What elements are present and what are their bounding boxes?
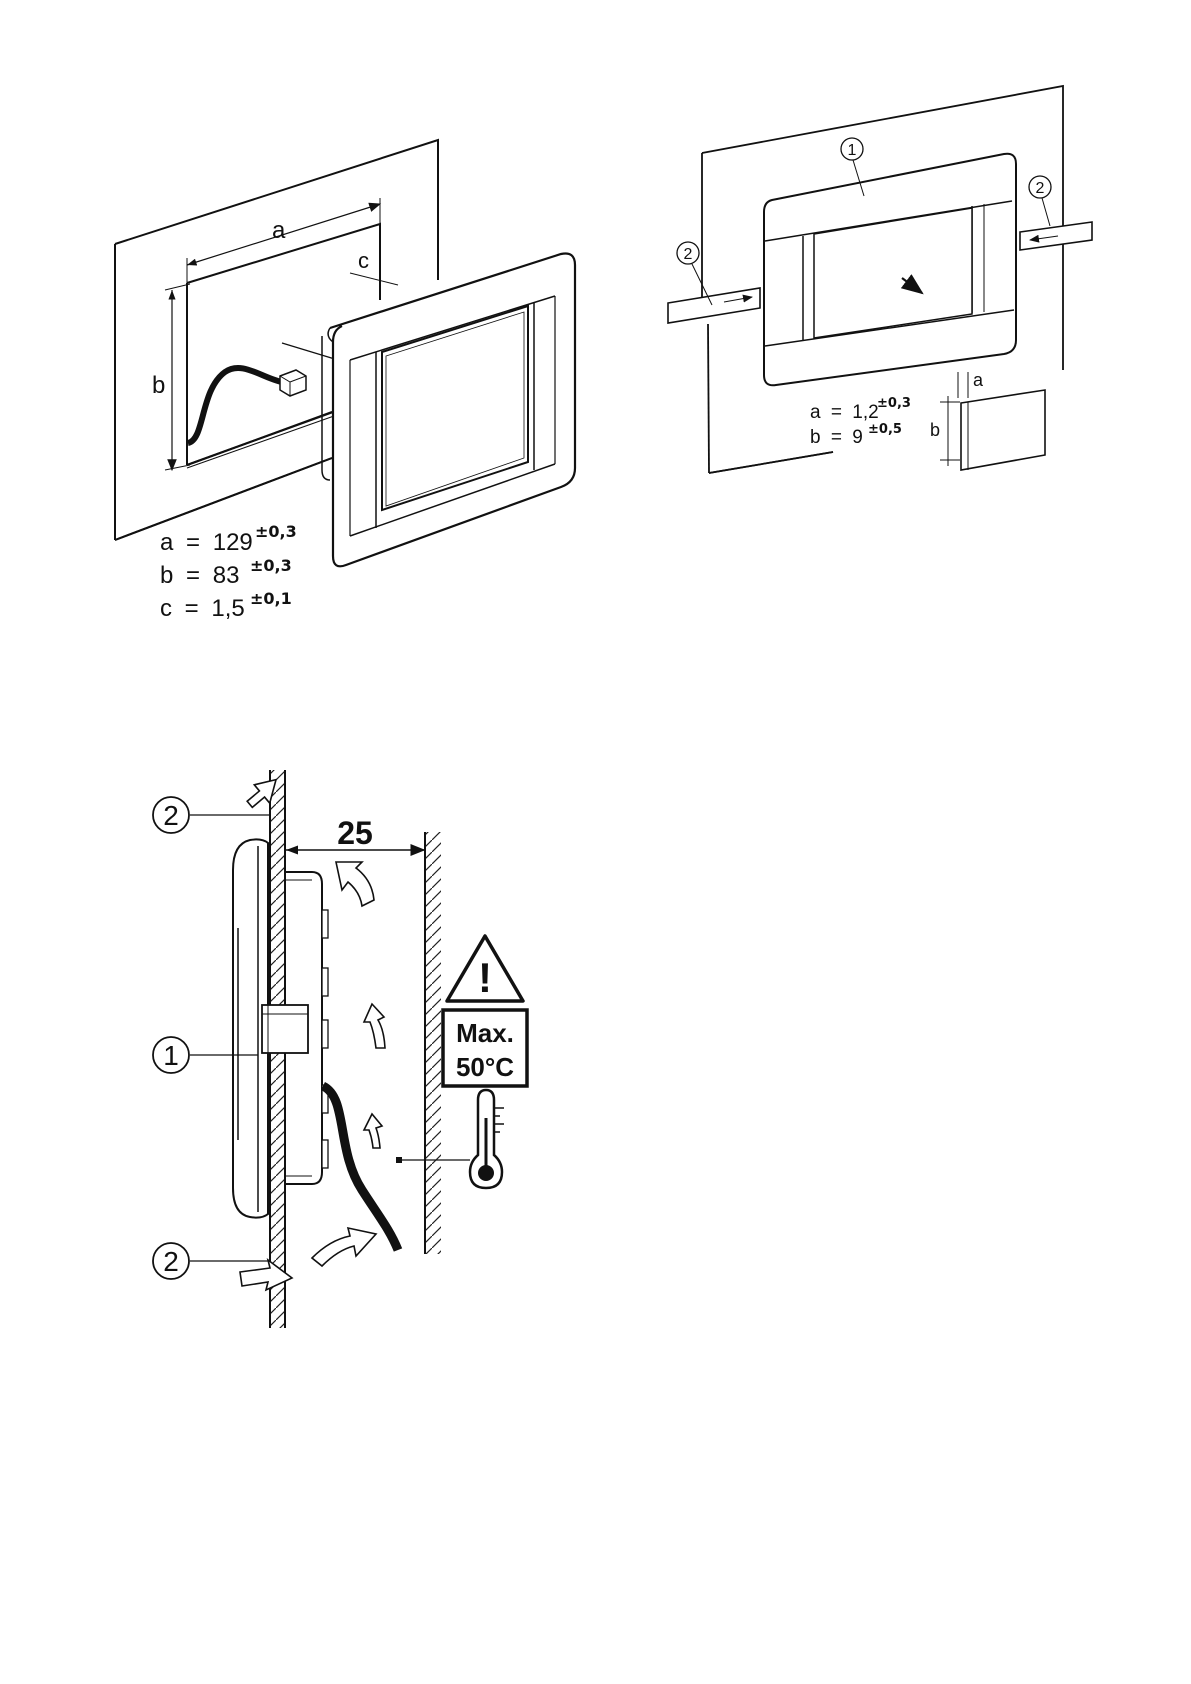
frame (764, 154, 1016, 386)
connector (280, 370, 306, 396)
seal-specs: a = 1,2 ±0,3 b = 9 ±0,5 (810, 396, 911, 448)
opposite-wall (425, 832, 441, 1254)
svg-text:1: 1 (163, 1040, 179, 1071)
svg-text:±0,3: ±0,3 (250, 556, 292, 575)
max-temperature-box: Max. 50°C (443, 1010, 527, 1086)
svg-text:a = 1,2: a = 1,2 (810, 402, 879, 423)
airflow-arrow-bottom-right (312, 1228, 376, 1266)
callout-2-right: 2 (1036, 180, 1045, 197)
cutout-diagram: a b c (115, 140, 575, 622)
cable (188, 368, 282, 443)
airflow-arrow-upper (336, 862, 374, 906)
svg-text:c = 1,5: c = 1,5 (160, 595, 245, 622)
max-temp: 50°C (456, 1052, 514, 1082)
svg-text:±0,3: ±0,3 (877, 396, 911, 411)
thermometer-icon (396, 1090, 504, 1188)
ventilation-diagram: 25 (153, 770, 527, 1328)
clearance-dimension: 25 (337, 815, 373, 851)
device (322, 253, 575, 566)
detail-b-label: b (930, 420, 940, 440)
seal-diagram: 1 2 2 a b a = 1,2 ±0,3 (668, 86, 1092, 473)
svg-text:±0,1: ±0,1 (250, 589, 292, 608)
dim-a-label: a (272, 217, 286, 244)
seal-strip-left (668, 288, 760, 323)
svg-text:2: 2 (163, 800, 179, 831)
warning-triangle-icon: ! (447, 936, 523, 1001)
callout-2-left: 2 (684, 246, 693, 263)
max-label: Max. (456, 1018, 514, 1048)
svg-text:!: ! (478, 954, 492, 1001)
cutout-specs: a = 129 ±0,3 b = 83 ±0,3 c = 1,5 ±0,1 (160, 522, 297, 622)
strip-detail: a b (930, 370, 1045, 470)
svg-text:±0,5: ±0,5 (868, 422, 902, 437)
svg-text:b = 9: b = 9 (810, 427, 863, 448)
dim-b-label: b (152, 372, 165, 399)
seal-strip-right (1020, 222, 1092, 250)
airflow-arrow-lower (364, 1114, 382, 1148)
svg-text:a = 129: a = 129 (160, 529, 253, 556)
detail-a-label: a (973, 370, 984, 390)
airflow-arrow-middle (364, 1004, 385, 1048)
svg-text:±0,3: ±0,3 (255, 522, 297, 541)
cable-side (323, 1086, 398, 1250)
dim-c-label: c (358, 248, 369, 273)
svg-text:2: 2 (163, 1246, 179, 1277)
svg-text:b = 83: b = 83 (160, 562, 239, 589)
callout-1: 1 (848, 142, 857, 159)
